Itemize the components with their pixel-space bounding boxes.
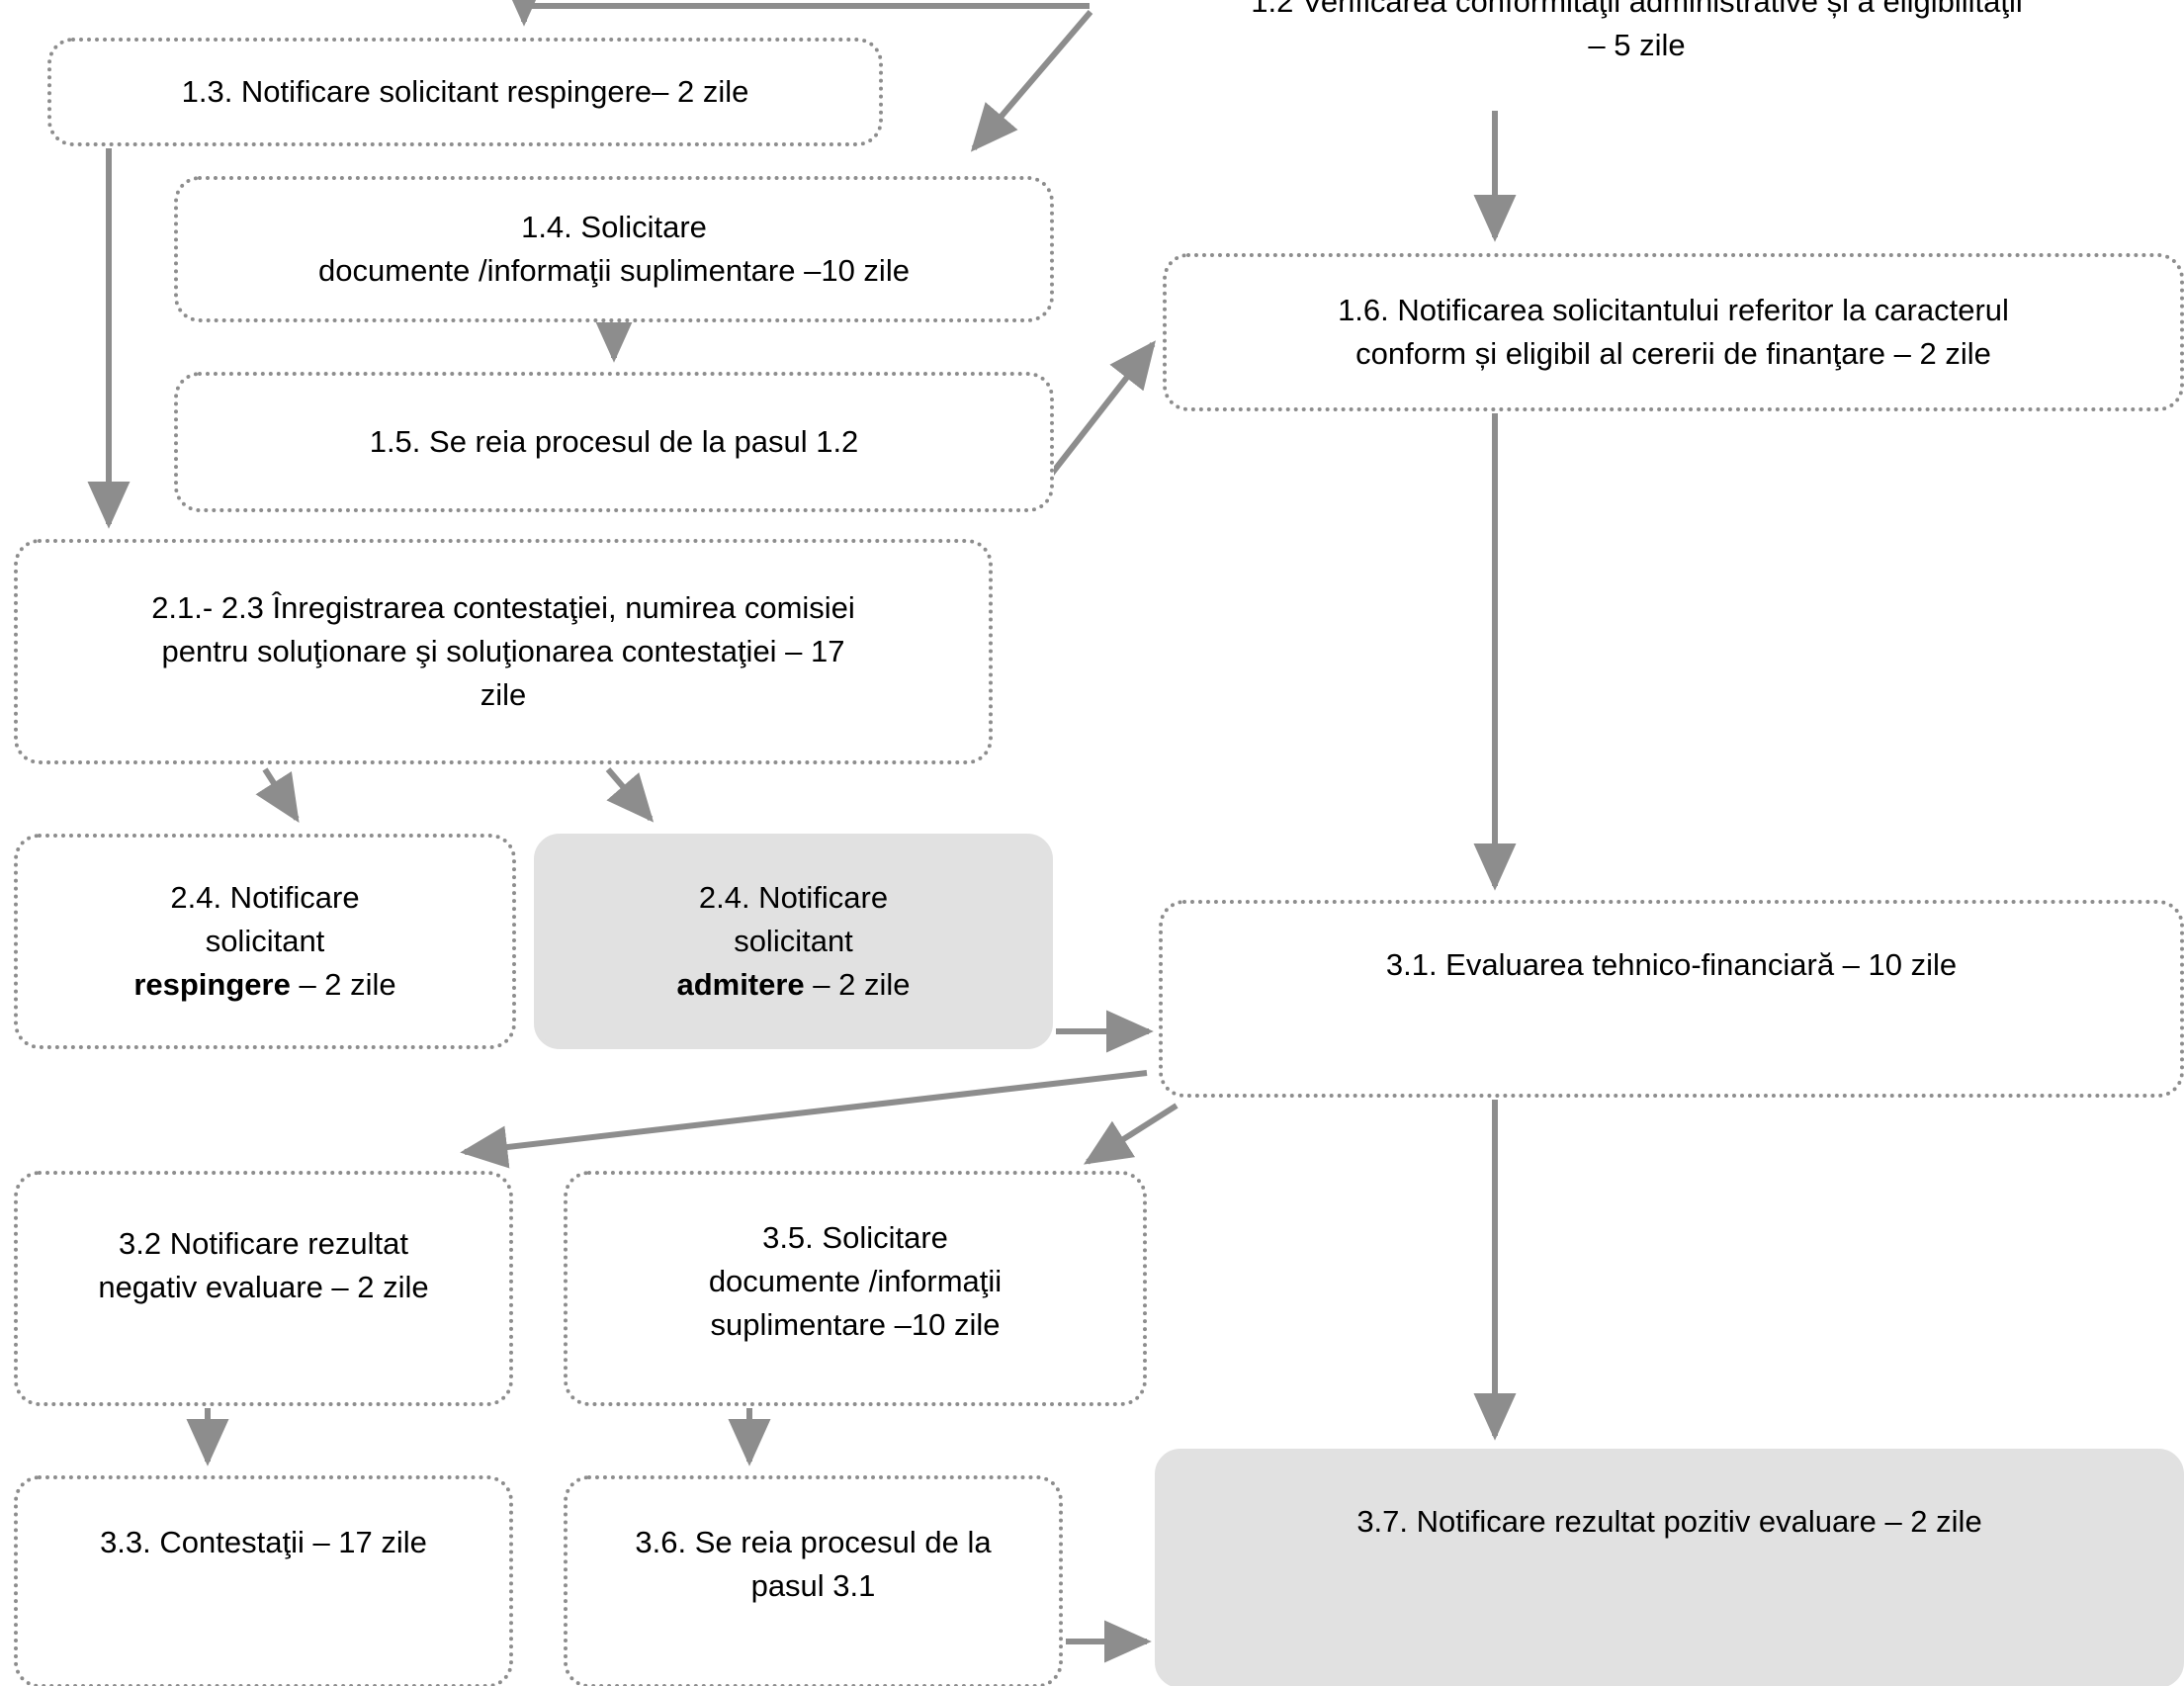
step-3-3-label: 3.3. Contestaţii – 17 zile	[100, 1525, 427, 1559]
step-1-6-label: 1.6. Notificarea solicitantului referito…	[1338, 292, 2009, 371]
step-3-1-label: 3.1. Evaluarea tehnico-financiară – 10 z…	[1385, 947, 1958, 982]
arrow-1-2-to-1-4	[970, 10, 1093, 152]
step-3-1[interactable]: 3.1. Evaluarea tehnico-financiară – 10 z…	[1159, 900, 2184, 1098]
arrow-1-5-to-1-6	[1048, 340, 1156, 477]
step-3-3[interactable]: 3.3. Contestaţii – 17 zile	[14, 1475, 513, 1686]
step-3-7-label: 3.7. Notificare rezultat pozitiv evaluar…	[1356, 1504, 1982, 1539]
step-1-3-label: 1.3. Notificare solicitant respingere– 2…	[181, 73, 749, 109]
arrow-3-1-to-3-5	[1083, 1103, 1179, 1165]
step-1-5-label: 1.5. Se reia procesul de la pasul 1.2	[369, 423, 859, 459]
step-2-1-2-3-label: 2.1.- 2.3 Înregistrarea contestaţiei, nu…	[151, 589, 855, 712]
arrow-2-1-to-2-4-admitere	[605, 767, 655, 823]
step-1-5[interactable]: 1.5. Se reia procesul de la pasul 1.2	[174, 372, 1054, 512]
step-2-1-2-3[interactable]: 2.1.- 2.3 Înregistrarea contestaţiei, nu…	[14, 539, 993, 764]
step-1-3[interactable]: 1.3. Notificare solicitant respingere– 2…	[47, 38, 883, 146]
arrow-3-1-to-3-2	[460, 1070, 1148, 1169]
arrow-1-2-to-1-3	[502, 0, 1090, 27]
step-1-2[interactable]: 1.2 Verificarea conformităţii administra…	[1090, 0, 2184, 109]
step-1-2-label: 1.2 Verificarea conformităţii administra…	[1251, 0, 2023, 62]
step-1-6[interactable]: 1.6. Notificarea solicitantului referito…	[1163, 253, 2184, 411]
step-3-7[interactable]: 3.7. Notificare rezultat pozitiv evaluar…	[1155, 1449, 2184, 1686]
arrow-2-1-to-2-4-respingere	[255, 767, 300, 824]
